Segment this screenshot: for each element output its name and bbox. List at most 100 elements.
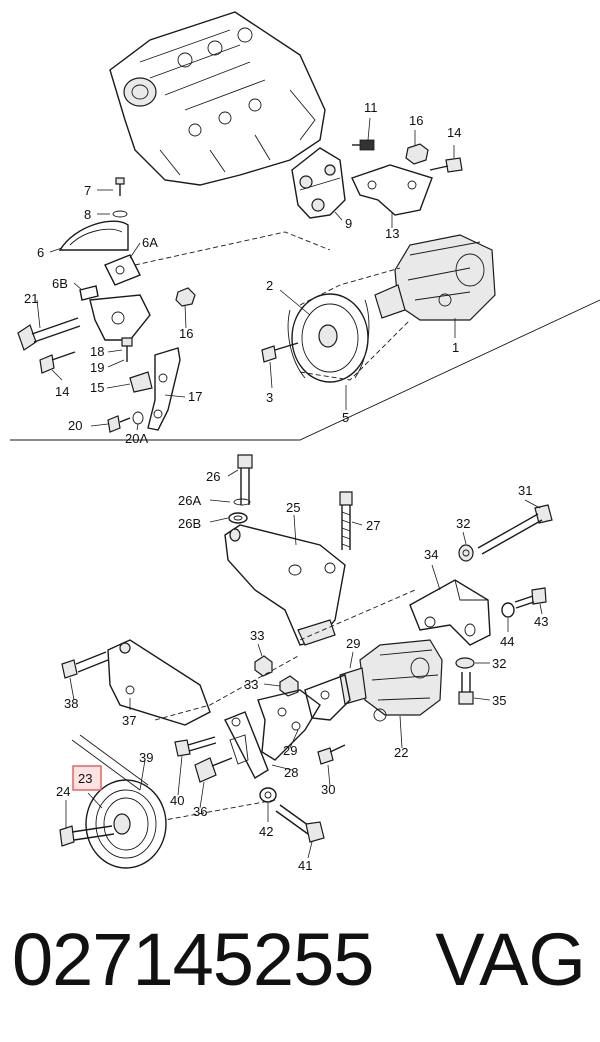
section-border (10, 299, 600, 441)
callout-30: 30 (321, 782, 335, 797)
tensioner-plate-37 (107, 639, 211, 726)
callout-39: 39 (139, 750, 153, 765)
washer-26A (233, 498, 251, 506)
callout-1: 1 (452, 340, 459, 355)
adjuster-link (224, 711, 269, 779)
callout-43: 43 (534, 614, 548, 629)
bolt-7 (115, 177, 125, 196)
callout-labels: 11 16 14 9 13 7 8 6 6A 6B 21 16 18 19 14… (24, 100, 548, 873)
bolt-35 (458, 672, 474, 705)
bolt-11 (352, 139, 375, 151)
exploded-parts-diagram: 11 16 14 9 13 7 8 6 6A 6B 21 16 18 19 14… (10, 11, 600, 873)
power-steering-pump-22 (339, 639, 443, 722)
highlight-box-23 (72, 765, 102, 791)
callout-31: 31 (518, 483, 532, 498)
callout-34: 34 (424, 547, 438, 562)
callout-15: 15 (90, 380, 104, 395)
callout-21: 21 (24, 291, 38, 306)
callout-16-upper: 16 (409, 113, 423, 128)
belt-guideline-upper (134, 231, 331, 266)
bracket-left-upper (89, 294, 151, 341)
callout-42: 42 (259, 824, 273, 839)
washer-44 (501, 602, 515, 618)
callout-3: 3 (266, 390, 273, 405)
stud-15 (129, 371, 153, 393)
callout-7: 7 (84, 183, 91, 198)
bolt-21 (17, 317, 81, 351)
callout-25: 25 (286, 500, 300, 515)
callout-33-upper: 33 (250, 628, 264, 643)
callout-20A: 20A (125, 431, 148, 446)
nut-16-upper (405, 143, 429, 165)
callout-29-upper: 29 (346, 636, 360, 651)
bolt-43 (514, 587, 547, 609)
callout-2: 2 (266, 278, 273, 293)
bolt-30 (317, 744, 346, 765)
washer-32-upper (458, 544, 474, 562)
callout-32-lower: 32 (492, 656, 506, 671)
callout-41: 41 (298, 858, 312, 873)
mount-guideline-lower (299, 589, 416, 641)
callout-20: 20 (68, 418, 82, 433)
callout-33-lower: 33 (244, 677, 258, 692)
bracket-28 (257, 689, 321, 761)
callout-37: 37 (122, 713, 136, 728)
callout-35: 35 (492, 693, 506, 708)
bracket-34 (409, 579, 491, 646)
bolt-14-upper (429, 157, 463, 173)
bracket-29 (304, 674, 351, 721)
washer-8 (112, 210, 128, 218)
callout-32-upper: 32 (456, 516, 470, 531)
callout-19: 19 (90, 360, 104, 375)
callout-38: 38 (64, 696, 78, 711)
callout-24: 24 (56, 784, 70, 799)
callout-13: 13 (385, 226, 399, 241)
callout-22: 22 (394, 745, 408, 760)
washer-42 (259, 787, 277, 803)
callout-14-upper: 14 (447, 125, 461, 140)
pulley-23 (85, 779, 167, 869)
callout-26: 26 (206, 469, 220, 484)
pulley-2 (291, 293, 369, 383)
bolt-26 (237, 454, 253, 505)
bracket-plate-13 (351, 164, 433, 216)
callout-44: 44 (500, 634, 514, 649)
footer: 027145255 VAG (0, 905, 600, 1015)
callout-8: 8 (84, 207, 91, 222)
bolt-40 (174, 736, 217, 757)
bolt-3 (261, 342, 299, 363)
bracket-25 (224, 524, 346, 646)
part-number: 027145255 (12, 918, 374, 1001)
tension-bracket-17 (147, 347, 181, 431)
washer-32-lower (455, 657, 475, 669)
stud-27 (339, 491, 353, 550)
callout-27: 27 (366, 518, 380, 533)
leader-lines-lower (65, 469, 543, 859)
bolt-20 (107, 415, 131, 433)
bolt-18 (121, 337, 133, 362)
bolt-24 (59, 825, 115, 847)
belt-guideline-lower (154, 654, 301, 721)
callout-18: 18 (90, 344, 104, 359)
bracket-6A (104, 254, 141, 286)
callout-23: 23 (78, 771, 92, 786)
bracket-9 (291, 147, 346, 219)
callout-26A: 26A (178, 493, 201, 508)
leader-lines-upper (36, 117, 456, 431)
nut-16-lower (175, 287, 196, 307)
nut-33-upper (254, 655, 273, 677)
cover-6 (58, 220, 129, 251)
stud-guideline-lower (164, 799, 276, 821)
callout-9: 9 (345, 216, 352, 231)
bolt-41 (275, 804, 325, 843)
callout-29-lower: 29 (283, 743, 297, 758)
callout-14-left: 14 (55, 384, 69, 399)
callout-36: 36 (193, 804, 207, 819)
callout-17: 17 (188, 389, 202, 404)
washer-20A (132, 411, 144, 425)
callout-11: 11 (364, 100, 378, 115)
belt-39 (71, 734, 149, 791)
bolt-31 (477, 504, 553, 555)
bolt-14-left (39, 351, 76, 374)
callout-6: 6 (37, 245, 44, 260)
